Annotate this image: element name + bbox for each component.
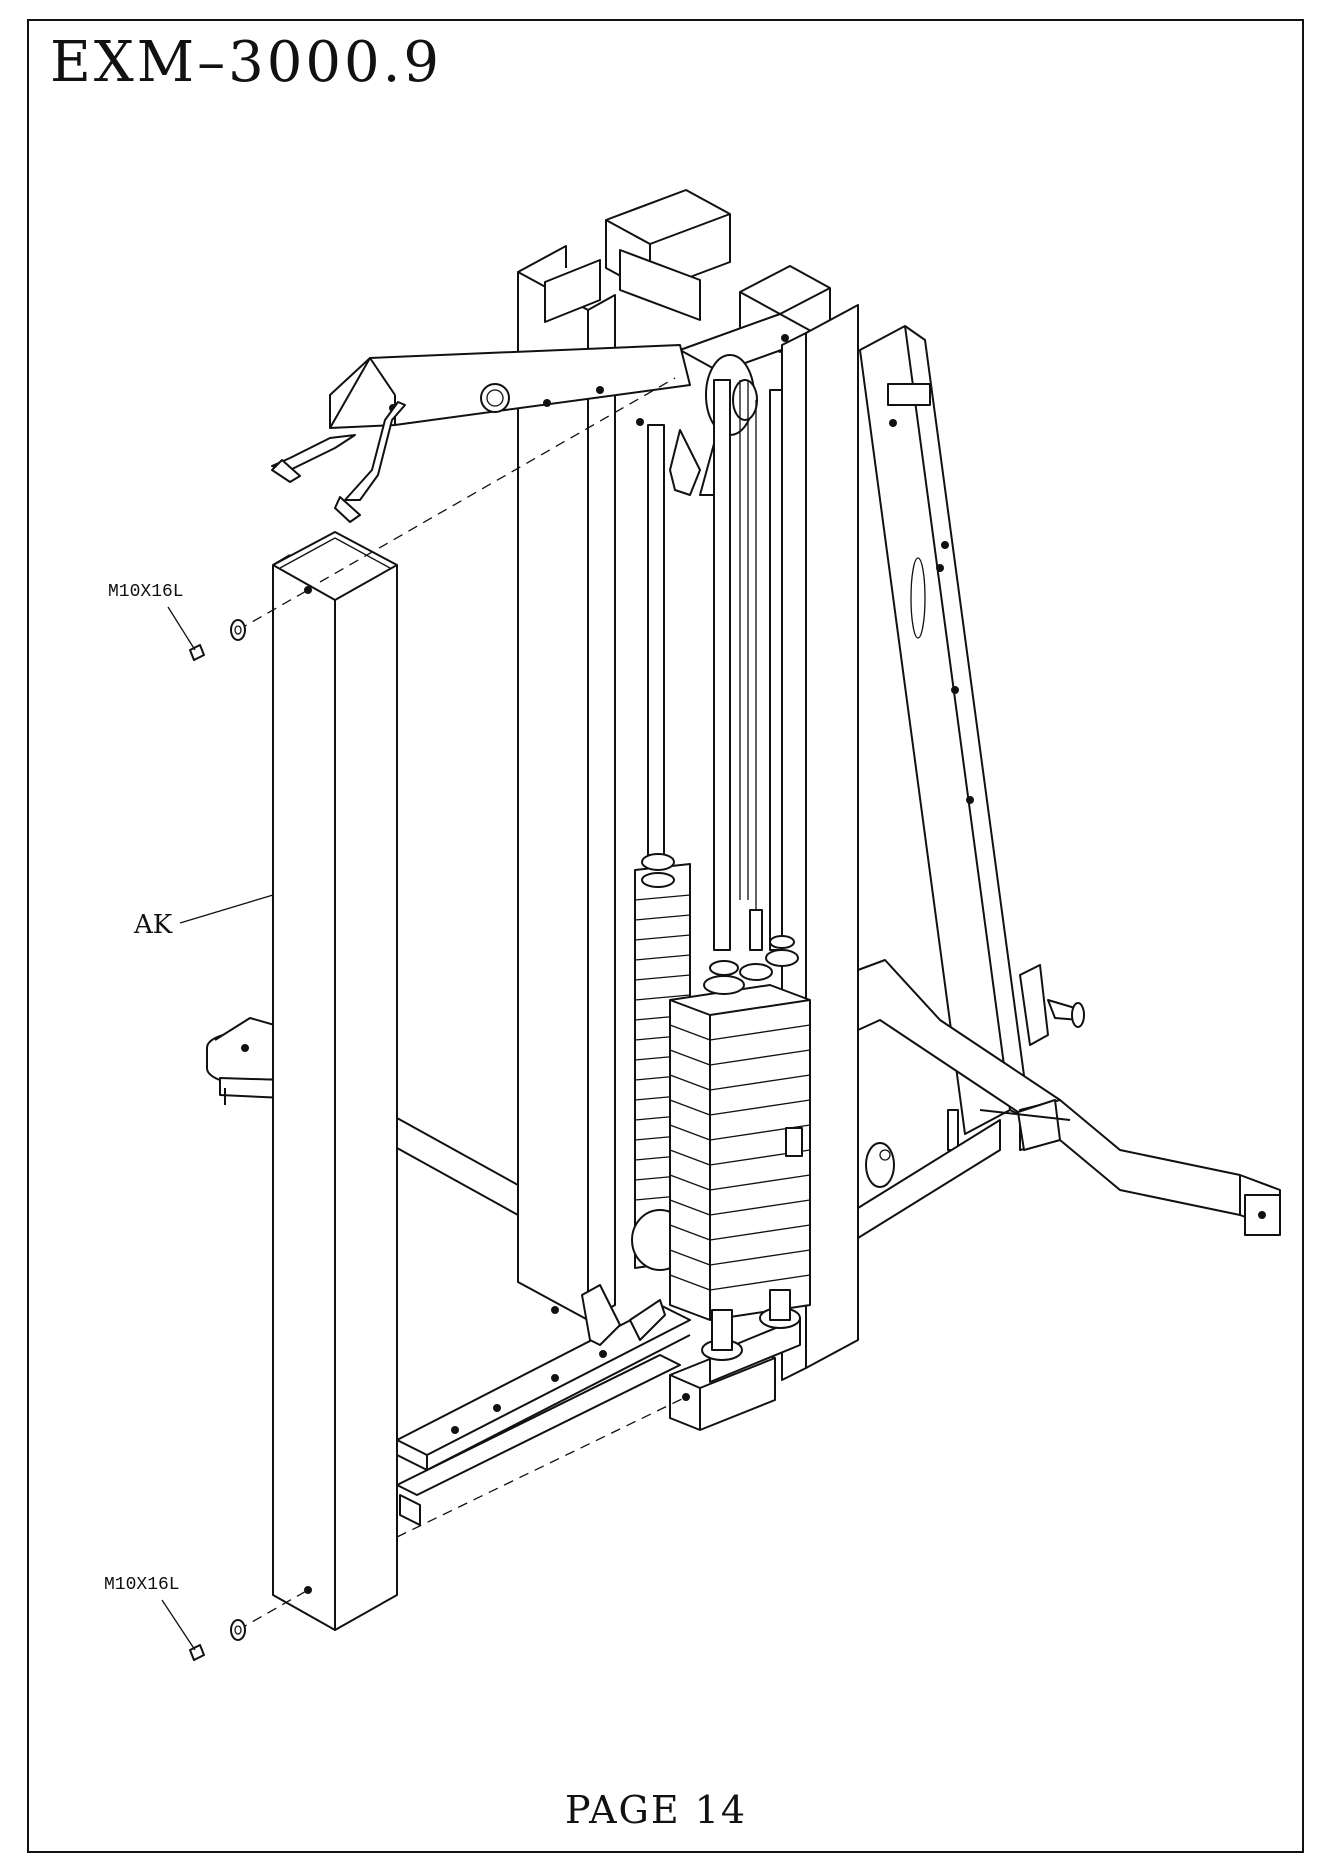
press-arm [330, 345, 690, 428]
part-ak-upright [273, 532, 397, 1630]
page-number: PAGE 14 [565, 1788, 747, 1832]
fastener-top [190, 620, 245, 660]
fastener-bottom [190, 1620, 245, 1660]
leader-lines [162, 607, 273, 1650]
bolt-callout-bottom: M10X16L [104, 1575, 180, 1595]
bolt-callout-top: M10X16L [108, 582, 184, 602]
part-label-ak: AK [134, 910, 172, 940]
